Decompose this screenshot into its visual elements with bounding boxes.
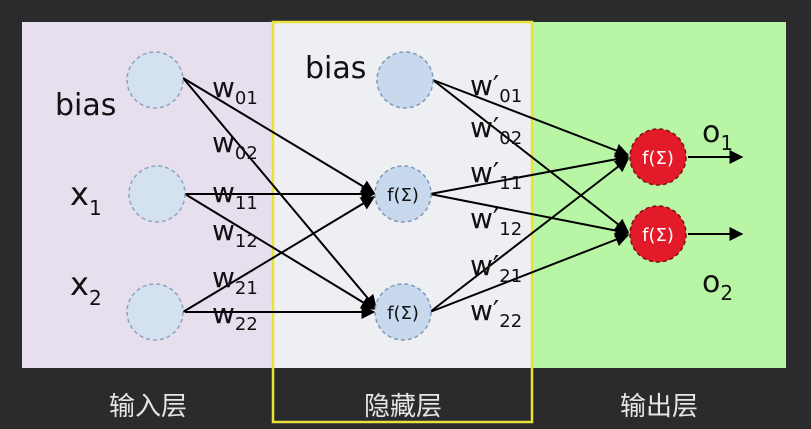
edge-h1-o1 [429, 152, 630, 195]
input-x1-label: x1 [70, 175, 102, 220]
output-node-o2-label: f(Σ) [642, 225, 674, 246]
edge-h2-o1 [429, 158, 630, 313]
edge-bias-h1 [182, 77, 376, 194]
output-layer-label: 输出层 [619, 392, 698, 422]
edges-layer1 [182, 77, 377, 319]
weights-layer2: w′01 w′02 w′11 w′12 w′21 w′22 [470, 69, 522, 332]
weight-prime-w11: w′11 [470, 156, 522, 194]
input-x2-label: x2 [70, 265, 102, 310]
weight-prime-w02: w′02 [470, 111, 522, 149]
hidden-node-bias [376, 51, 434, 109]
weight-w12: w12 [212, 214, 258, 252]
output-o2-label: o2 [702, 265, 733, 305]
weight-w22: w22 [212, 297, 258, 335]
weight-w11: w11 [212, 176, 258, 214]
input-node-bias [126, 51, 184, 109]
edge-x1-h2 [184, 193, 376, 310]
weight-prime-w22: w′22 [470, 294, 522, 332]
weight-prime-w12: w′12 [470, 202, 522, 240]
hidden-node-h2 [374, 283, 432, 341]
output-node-o2 [629, 205, 687, 263]
input-layer-label: 输入层 [108, 392, 187, 422]
hidden-node-h1 [374, 165, 432, 223]
edge-hbias-o2 [432, 79, 630, 233]
weight-w21: w21 [212, 261, 258, 299]
hidden-bias-label: bias [305, 51, 366, 86]
output-layer-region [532, 22, 786, 368]
output-o1-label: o1 [702, 115, 733, 155]
edge-h1-o2 [429, 193, 630, 238]
output-nodes [629, 128, 687, 263]
hidden-layer-label: 隐藏层 [363, 392, 442, 422]
hidden-layer-highlight-border [271, 20, 534, 424]
edge-h2-o2 [429, 233, 630, 313]
hidden-node-h2-label: f(Σ) [387, 303, 419, 324]
edges-layer2 [429, 79, 630, 313]
input-node-x1 [128, 165, 186, 223]
weight-prime-w21: w′21 [470, 249, 522, 287]
hidden-node-h1-label: f(Σ) [387, 185, 419, 206]
output-node-o1-label: f(Σ) [642, 148, 674, 169]
edge-x2-h1 [182, 196, 376, 313]
weight-w01: w01 [212, 71, 258, 109]
input-node-x2 [126, 283, 184, 341]
input-nodes [126, 51, 186, 341]
input-bias-label: bias [55, 88, 116, 123]
edge-hbias-o1 [432, 79, 630, 158]
hidden-nodes [374, 51, 434, 341]
weight-w02: w02 [212, 126, 258, 164]
output-node-o1 [629, 128, 687, 186]
weights-layer1: w01 w02 w11 w12 w21 w22 [212, 71, 258, 335]
weight-prime-w01: w′01 [470, 69, 522, 107]
